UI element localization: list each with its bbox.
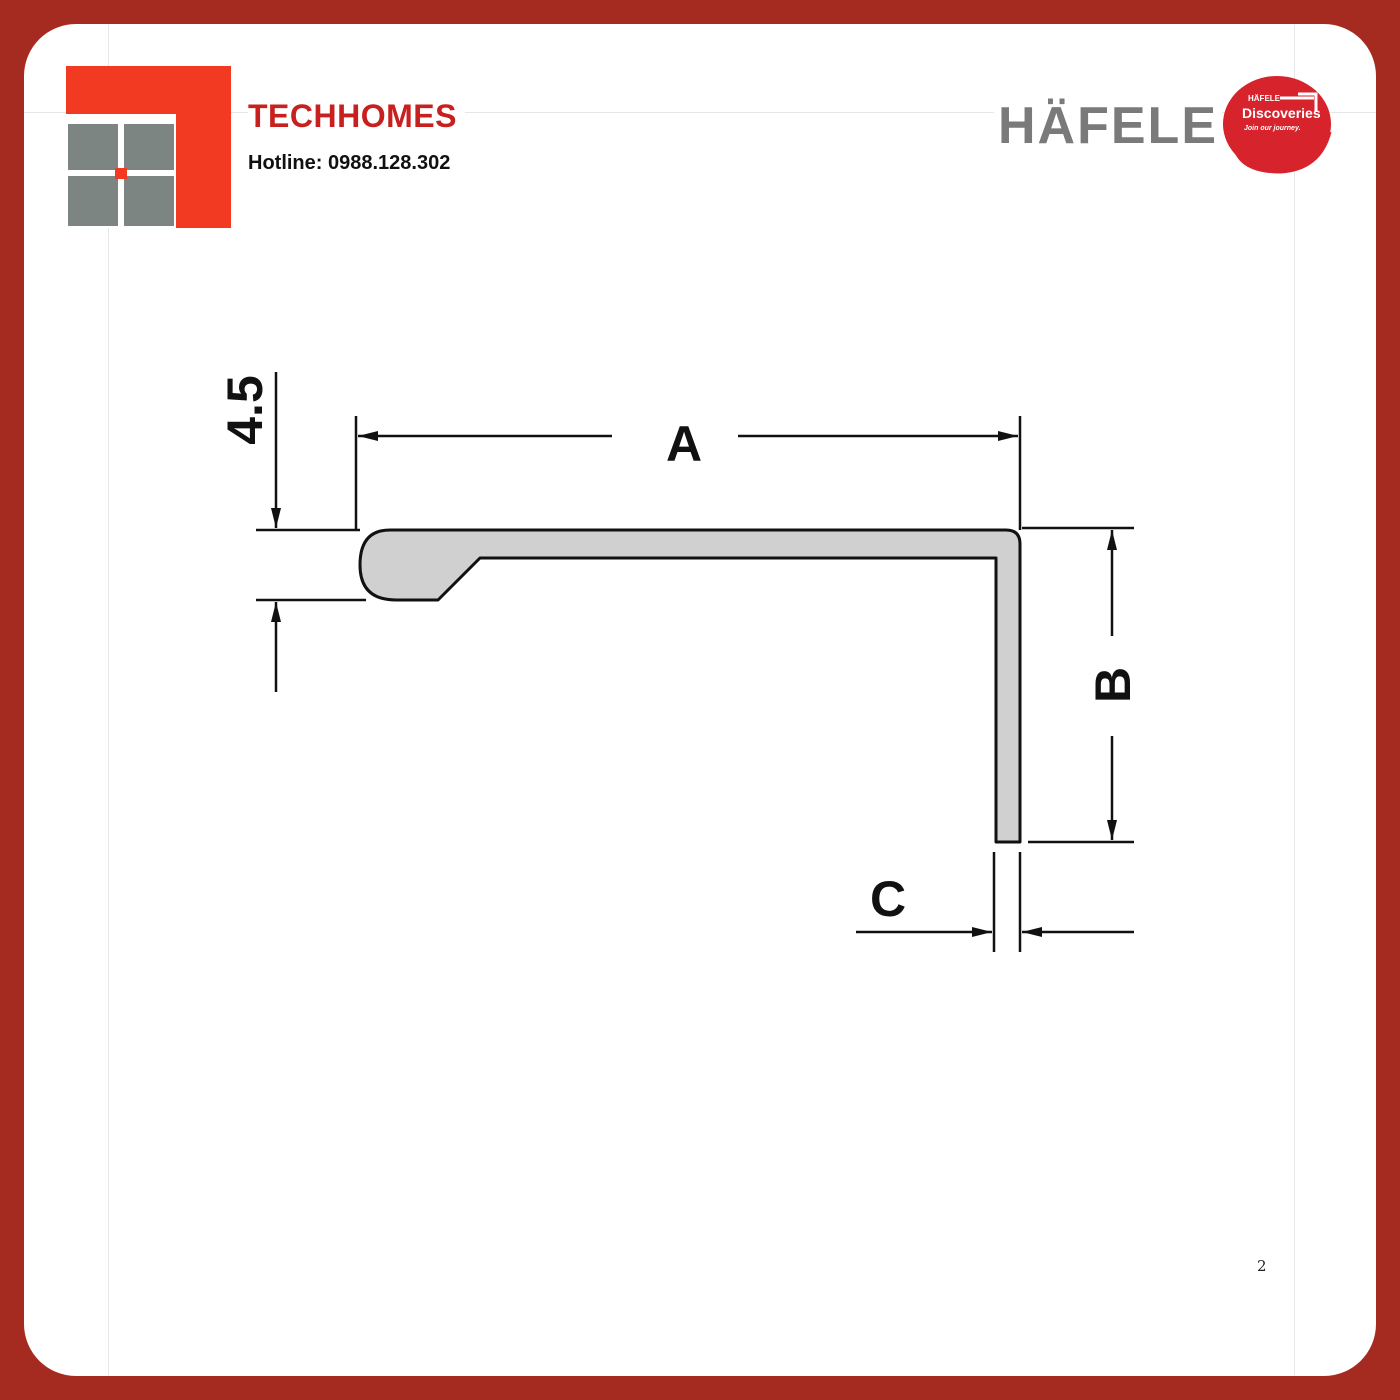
- hafele-logo: HÄFELE HÄFELE Discoveries Join our journ…: [984, 68, 1344, 178]
- profile-diagram: A 4.5 B C: [217, 372, 1141, 952]
- badge-title: Discoveries: [1242, 105, 1321, 121]
- content-card: TECHHOMES Hotline: 0988.128.302 HÄFELE H…: [24, 24, 1376, 1376]
- profile-shape: [358, 528, 1022, 844]
- dimension-a: [354, 416, 1022, 530]
- dimension-c: [856, 852, 1134, 952]
- hotline: Hotline: 0988.128.302: [248, 152, 451, 174]
- hafele-brand: HÄFELE: [994, 100, 1222, 152]
- label-b: B: [1085, 667, 1141, 703]
- badge-brand: HÄFELE: [1248, 94, 1280, 103]
- guide-line: [108, 24, 109, 1376]
- discoveries-badge-icon: [1223, 76, 1332, 174]
- page-number: 2: [1257, 1257, 1267, 1275]
- techhomes-logo: [66, 66, 231, 228]
- label-thickness: 4.5: [217, 375, 273, 445]
- badge-tagline: Join our journey.: [1244, 125, 1301, 132]
- dimension-b: [1022, 526, 1134, 844]
- label-a: A: [666, 416, 702, 472]
- guide-line: [1294, 24, 1295, 1376]
- company-name: TECHHOMES: [248, 98, 465, 135]
- label-c: C: [870, 871, 906, 927]
- dimension-thickness: [256, 372, 366, 692]
- guide-line: [24, 112, 1376, 113]
